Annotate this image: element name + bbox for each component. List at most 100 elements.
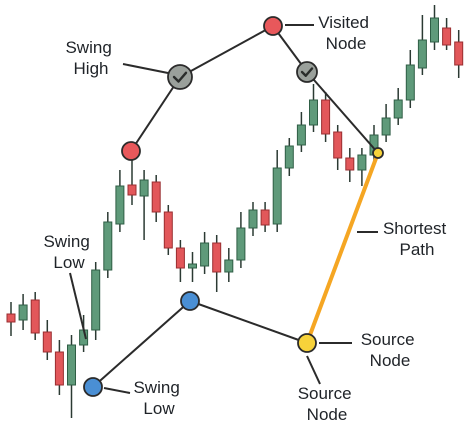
node-source [297, 333, 317, 353]
candlestick [18, 294, 28, 330]
label-pointers [69, 24, 378, 394]
candlestick [91, 262, 101, 340]
candlestick [200, 232, 210, 274]
edge-swinghigh-red-to-visited [130, 76, 181, 152]
candlestick [284, 138, 294, 176]
node-visited-right [296, 61, 318, 83]
check-icon [172, 71, 188, 83]
candlestick [357, 148, 367, 186]
node-circle [167, 64, 193, 90]
label-visited-node-line2: Node [326, 34, 367, 53]
candle-body-bearish [42, 331, 52, 353]
node-circle [372, 147, 384, 159]
label-swing-low-bottom-line1: Swing [133, 378, 179, 397]
candlestick [115, 170, 125, 232]
candle-body-bullish [430, 17, 439, 43]
candle-body-bullish [381, 117, 391, 136]
graph-edges [92, 25, 380, 388]
candlestick-layer [6, 5, 464, 418]
label-source-node-bottom-line1: Source [298, 384, 352, 403]
candle-body-bullish [200, 242, 210, 267]
candle-body-bullish [103, 221, 113, 271]
node-swing-high-red [121, 141, 141, 161]
label-swing-low-bottom-line2: Low [143, 399, 175, 418]
label-swing-high: Swing High [65, 38, 116, 78]
candlestick [442, 18, 452, 50]
node-circle [263, 16, 283, 36]
candle-body-bullish [115, 185, 125, 225]
label-visited-node: Visited Node [318, 13, 373, 53]
candlestick [30, 292, 40, 340]
candlestick [248, 202, 258, 236]
pointer-source-node-bottom [306, 355, 321, 385]
check-icon [300, 67, 314, 77]
candlestick [127, 158, 137, 205]
label-source-node-bottom-line2: Node [307, 405, 348, 424]
candle-body-bullish [405, 64, 415, 101]
graph-nodes [83, 16, 384, 397]
candle-body-bullish [18, 304, 28, 321]
label-swing-low-left-line2: Low [53, 253, 85, 272]
pointer-swing-low-left [69, 272, 87, 340]
edge-visited-right-to-path-end [306, 71, 379, 154]
candlestick [103, 212, 113, 278]
node-circle [297, 333, 317, 353]
candlestick [236, 212, 246, 268]
candle-body-bullish [139, 179, 149, 197]
candle-body-bullish [91, 269, 101, 331]
label-swing-high-line1: Swing [65, 38, 111, 57]
candle-body-bearish [345, 157, 355, 171]
pointer-swing-high [122, 63, 169, 74]
label-swing-low-bottom: Swing Low [133, 378, 184, 418]
label-swing-low-left-line1: Swing [43, 232, 89, 251]
candle-body-bullish [224, 259, 234, 273]
candle-body-bearish [454, 41, 464, 66]
node-circle [180, 291, 200, 311]
label-source-node-right: Source Node [361, 330, 420, 370]
candle-body-bearish [260, 209, 270, 226]
edge-swinglow-to-swinglow [92, 300, 191, 388]
candle-body-bearish [163, 211, 173, 249]
label-swing-low-left: Swing Low [43, 232, 94, 272]
candle-body-bearish [54, 351, 64, 386]
candle-body-bearish [151, 181, 161, 213]
annotation-labels: Swing High Visited Node Swing Low Swing … [43, 13, 451, 424]
label-source-node-right-line2: Node [370, 351, 411, 370]
label-shortest-path: Shortest Path [383, 219, 451, 259]
node-path-end [372, 147, 384, 159]
candle-body-bullish [236, 227, 246, 261]
candlestick [296, 112, 306, 152]
candlestick [260, 202, 270, 232]
label-source-node-right-line1: Source [361, 330, 415, 349]
candle-body-bearish [6, 313, 16, 323]
candlestick [454, 30, 464, 78]
candle-body-bullish [357, 154, 367, 171]
candlestick [54, 340, 64, 395]
label-shortest-path-line1: Shortest [383, 219, 447, 238]
candle-body-bullish [417, 39, 427, 69]
candlestick [430, 5, 439, 50]
candlestick [188, 252, 197, 282]
candle-body-bearish [442, 27, 452, 46]
candlestick [309, 84, 318, 132]
candle-body-bullish [67, 344, 76, 386]
candle-body-bullish [309, 99, 318, 126]
candlestick [333, 125, 343, 170]
node-circle [296, 61, 318, 83]
candlestick [163, 205, 173, 255]
candle-body-bullish [393, 99, 403, 119]
candle-body-bullish [272, 167, 282, 225]
node-swing-low-bottom [83, 377, 103, 397]
candlestick [272, 150, 282, 232]
candlestick [381, 104, 391, 142]
candlestick [417, 15, 427, 75]
candle-body-bullish [296, 124, 306, 146]
candlestick [393, 88, 403, 125]
candlestick [6, 302, 16, 336]
candle-body-bullish [284, 145, 294, 169]
edge-visited-to-top [179, 25, 274, 78]
candle-body-bullish [188, 263, 197, 269]
candlestick [405, 50, 415, 108]
